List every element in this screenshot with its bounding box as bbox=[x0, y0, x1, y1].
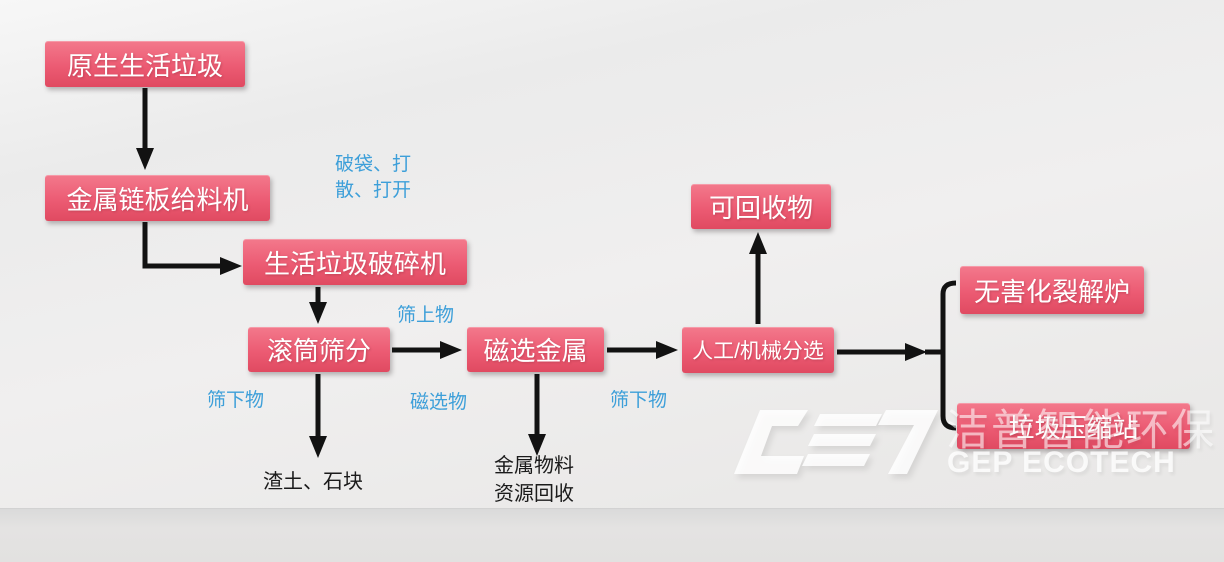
gep-logo-icon bbox=[734, 410, 938, 474]
label-bag-breaking-line2: 散、打开 bbox=[335, 180, 412, 201]
node-waste-shredder: 生活垃圾破碎机 bbox=[243, 239, 467, 285]
label-over-screen: 筛上物 bbox=[397, 305, 455, 326]
label-metal-recovery-line1: 金属物料 bbox=[494, 455, 574, 477]
arrow-feeder-to-shredder bbox=[142, 222, 242, 275]
label-slag-stones: 渣土、石块 bbox=[263, 471, 363, 493]
node-pyrolysis-furnace: 无害化裂解炉 bbox=[960, 266, 1144, 314]
node-recyclables: 可回收物 bbox=[691, 184, 831, 229]
node-waste-compression-station: 垃圾压缩站 bbox=[957, 403, 1190, 449]
node-magnetic-separation: 磁选金属 bbox=[467, 327, 604, 372]
label-metal-recovery: 金属物料 资源回收 bbox=[494, 452, 574, 508]
label-magnetic-material: 磁选物 bbox=[410, 392, 468, 413]
label-bag-breaking-line1: 破袋、打 bbox=[335, 154, 412, 175]
label-bag-breaking: 破袋、打 散、打开 bbox=[335, 152, 411, 204]
label-under-screen-left: 筛下物 bbox=[207, 390, 265, 411]
node-chain-plate-feeder: 金属链板给料机 bbox=[45, 175, 270, 221]
node-manual-mechanical-sorting: 人工/机械分选 bbox=[682, 327, 834, 373]
label-under-screen-right: 筛下物 bbox=[610, 390, 668, 411]
branch-bracket bbox=[940, 280, 957, 431]
background-bottom-edge bbox=[0, 508, 1224, 562]
node-raw-waste: 原生生活垃圾 bbox=[45, 41, 245, 87]
label-metal-recovery-line2: 资源回收 bbox=[494, 483, 574, 505]
node-trommel-screen: 滚筒筛分 bbox=[248, 327, 390, 372]
watermark-company-en: GEP ECOTECH bbox=[947, 446, 1176, 479]
